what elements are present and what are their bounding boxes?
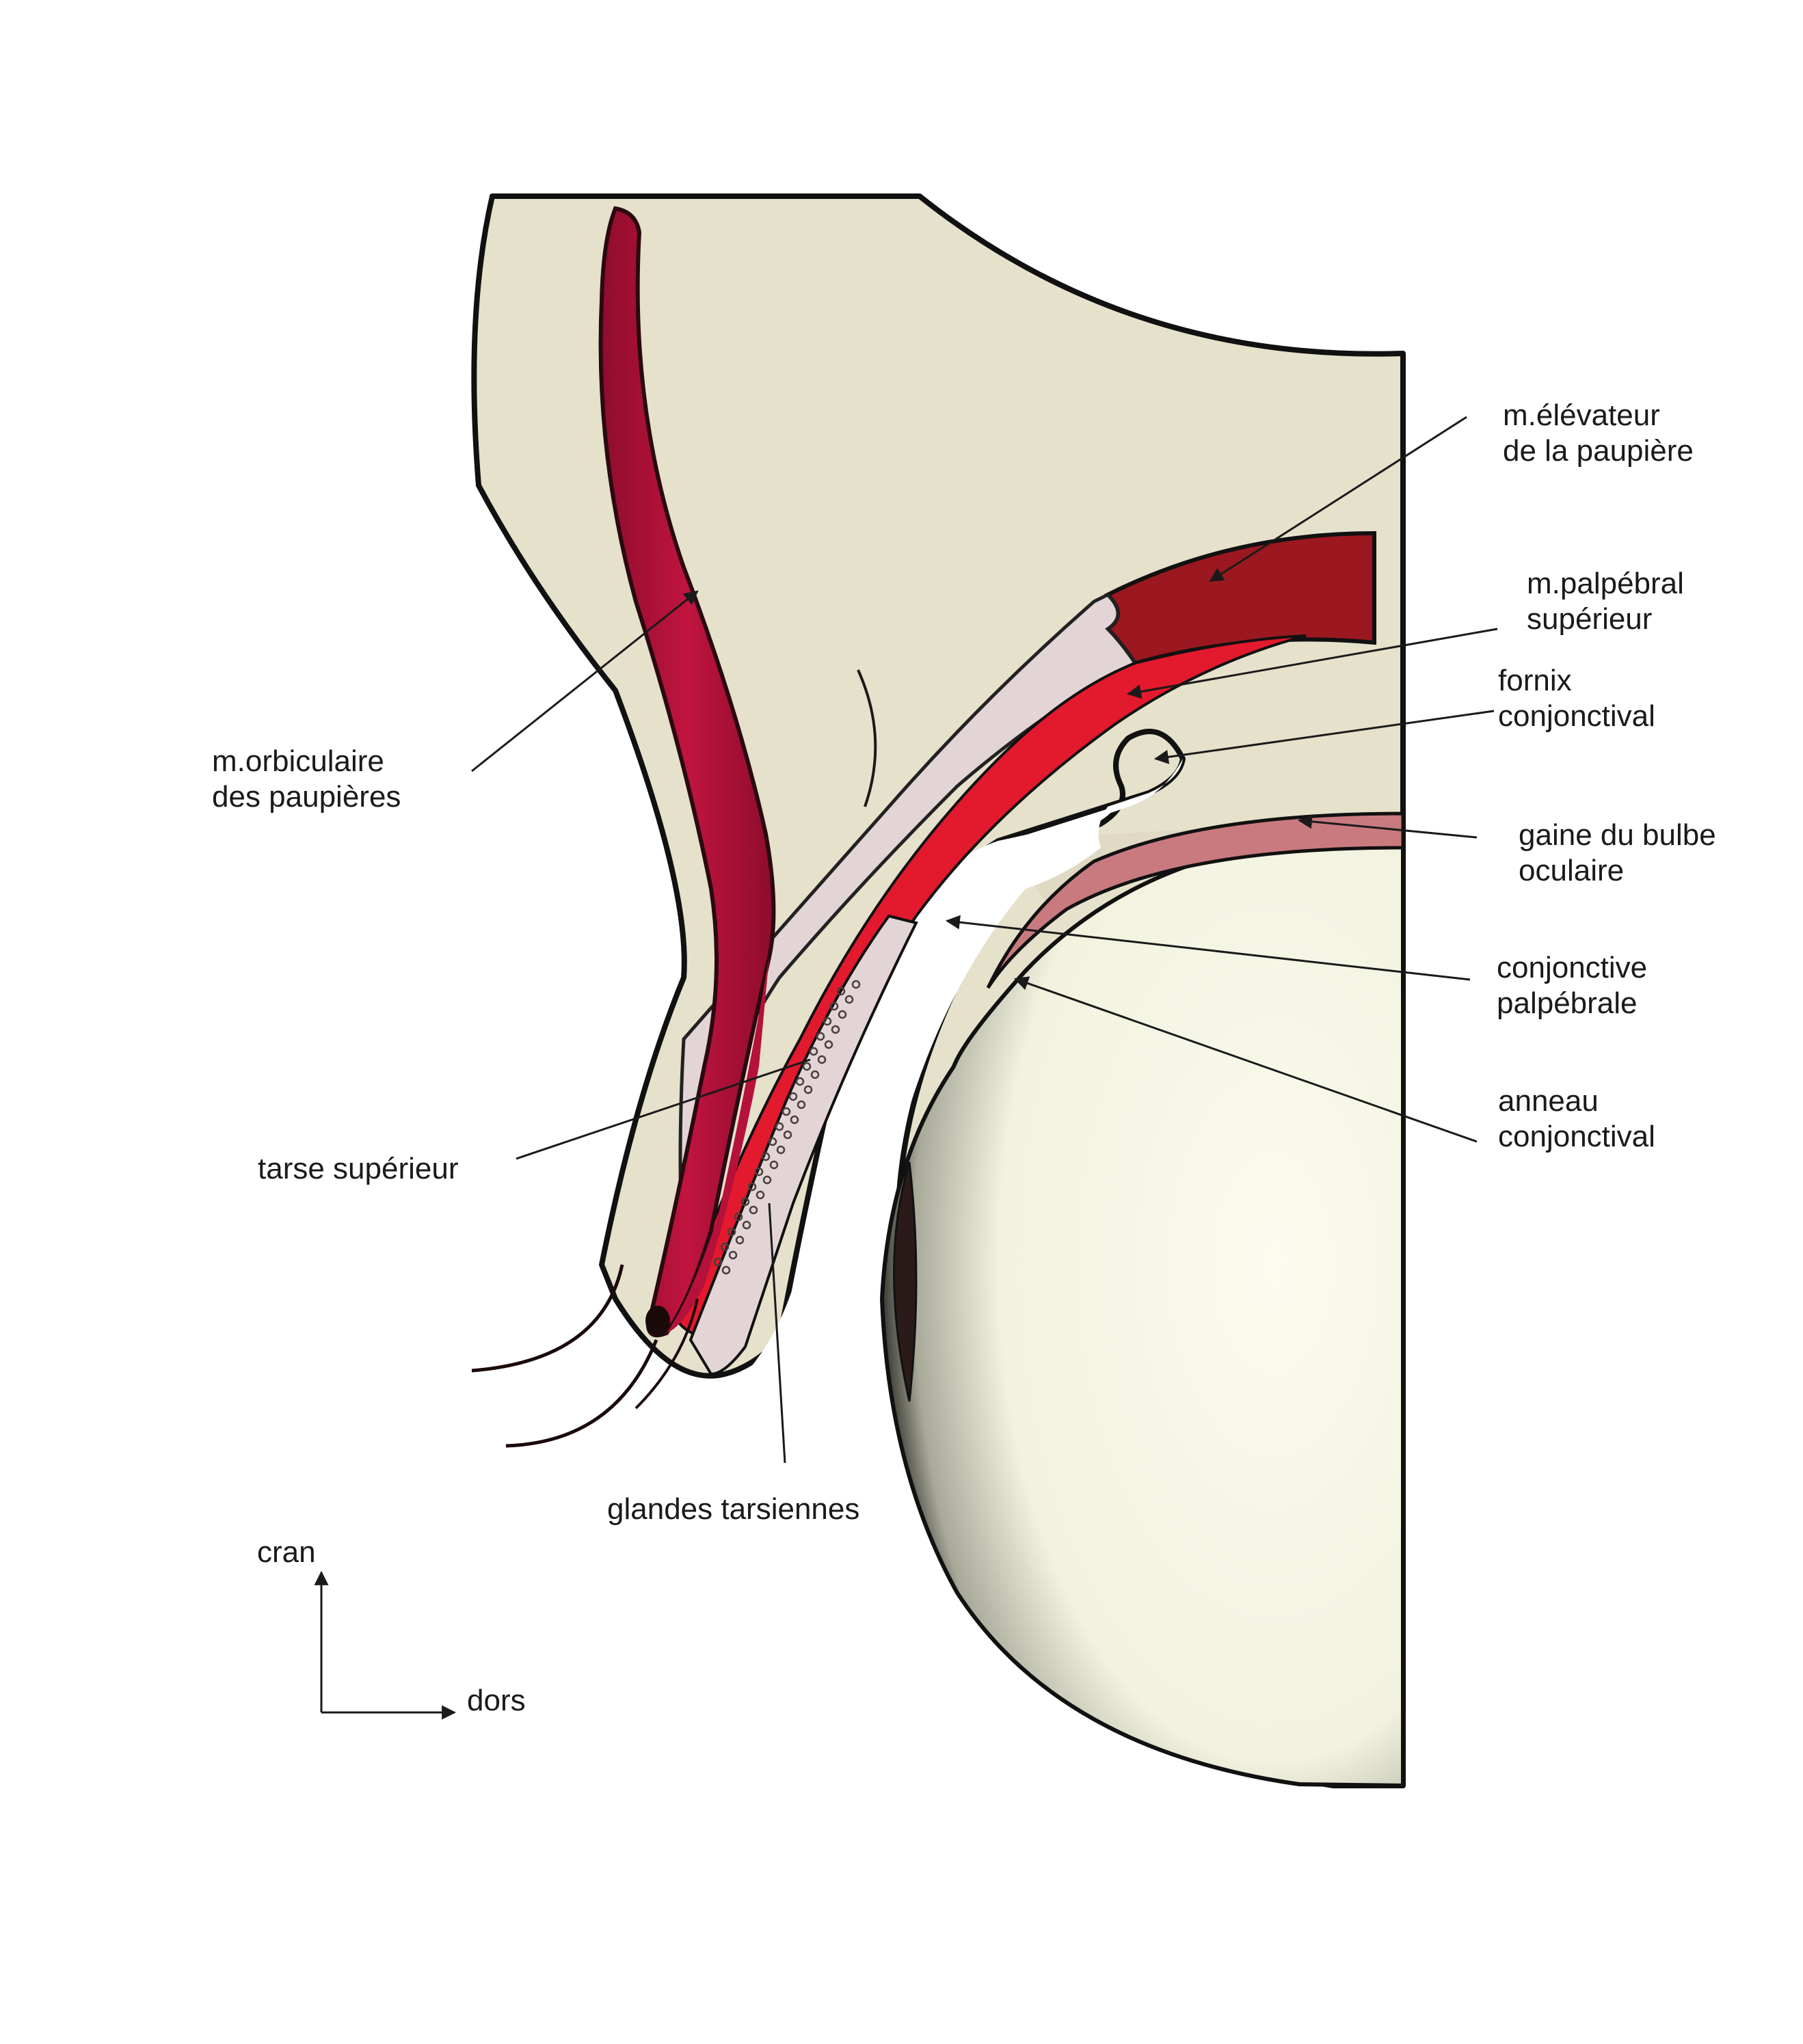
- label-conj-palp-2: palpébrale: [1497, 986, 1638, 1020]
- label-palpebral-2: supérieur: [1527, 602, 1652, 636]
- label-elevateur-2: de la paupière: [1503, 434, 1694, 468]
- label-elevateur-1: m.élévateur: [1503, 399, 1660, 432]
- leader-conj-palp: [945, 915, 1471, 981]
- label-fornix-1: fornix: [1498, 664, 1572, 697]
- eyelash-3: [635, 1298, 699, 1410]
- leader-glandes: [768, 1202, 786, 1464]
- leader-tarse: [516, 1058, 811, 1160]
- tarsal-glands: [713, 980, 861, 1275]
- eyelash-1: [471, 1264, 624, 1373]
- leader-fornix: [1153, 710, 1495, 764]
- globe-sheath: [986, 811, 1405, 989]
- palpebral-fissure: [738, 759, 1183, 1381]
- axis-label-cran: cran: [257, 1535, 316, 1569]
- eyelash-2: [505, 1339, 658, 1448]
- label-conj-palp-1: conjonctive: [1497, 951, 1647, 984]
- septum-line: [857, 669, 877, 807]
- label-palpebral-1: m.palpébral: [1527, 567, 1684, 600]
- lid-margin-fold: [645, 1306, 670, 1336]
- leader-orbiculaire: [471, 590, 699, 772]
- label-gaine-2: oculaire: [1519, 854, 1624, 887]
- label-anneau-2: conjonctival: [1498, 1120, 1655, 1153]
- label-tarse: tarse supérieur: [258, 1152, 458, 1185]
- orientation-axes: cran dors: [257, 1535, 526, 1720]
- axis-label-dors: dors: [467, 1684, 526, 1717]
- leader-elevateur: [1209, 416, 1467, 582]
- label-orbiculaire-2: des paupières: [212, 780, 401, 813]
- label-orbiculaire-1: m.orbiculaire: [212, 744, 384, 778]
- leader-gaine: [1297, 814, 1478, 839]
- label-fornix-2: conjonctival: [1498, 699, 1655, 733]
- label-gaine-1: gaine du bulbe: [1519, 818, 1716, 852]
- label-glandes: glandes tarsiennes: [607, 1492, 859, 1526]
- label-anneau-1: anneau: [1498, 1084, 1599, 1118]
- leader-anneau: [1014, 976, 1478, 1143]
- superior-tarsus: [689, 914, 918, 1376]
- eye-globe: [879, 835, 1405, 1788]
- leader-palpebral: [1126, 628, 1498, 699]
- cornea-edge: [893, 1161, 918, 1402]
